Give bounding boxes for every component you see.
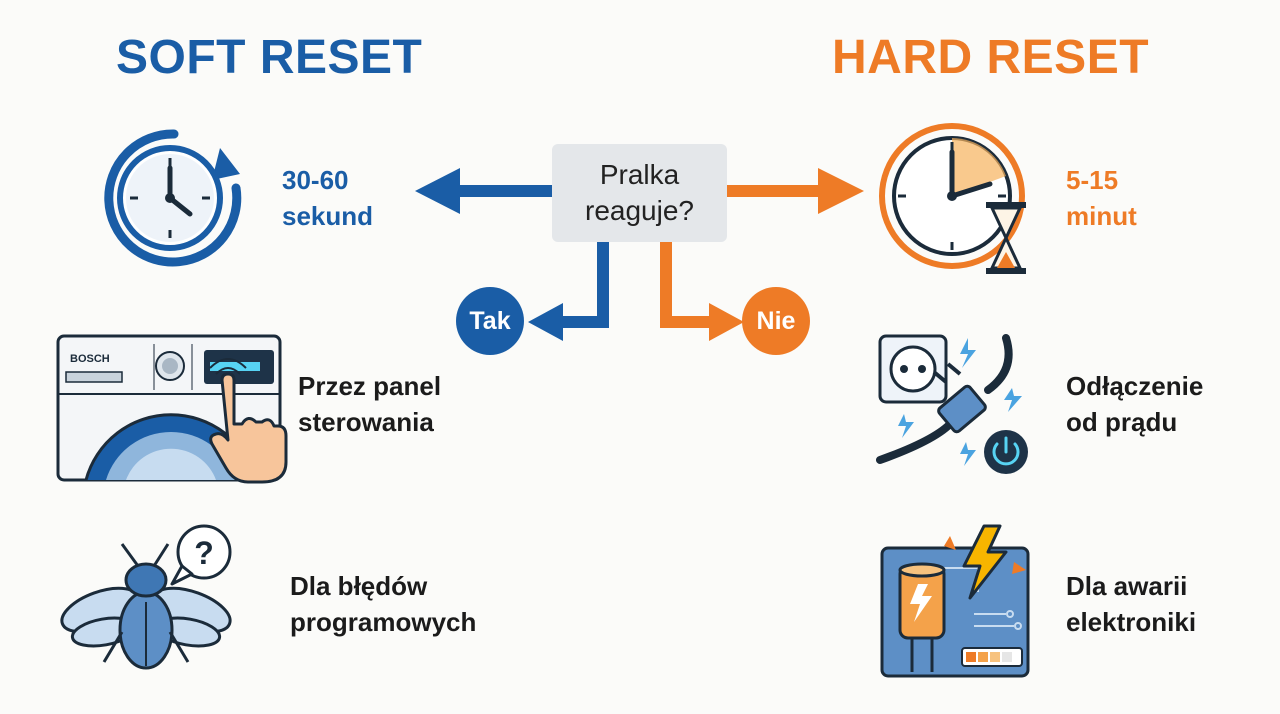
clock-refresh-icon [104, 129, 242, 267]
soft-time-line-1: 30-60 [282, 165, 349, 195]
hard-time-line-2: minut [1066, 201, 1137, 231]
soft-method: Przez panel sterowania [298, 368, 441, 440]
washing-machine-panel-icon: BOSCH [56, 334, 288, 484]
hard-purpose-line-1: Dla awarii [1066, 571, 1188, 601]
hard-time: 5-15 minut [1066, 162, 1137, 234]
bug-question-icon: ? [60, 524, 232, 670]
hard-purpose: Dla awarii elektroniki [1066, 568, 1196, 640]
soft-reset-title: SOFT RESET [116, 31, 423, 84]
hard-time-line-1: 5-15 [1066, 165, 1119, 195]
question-box: Pralka reaguje? [552, 144, 727, 242]
brand-label: BOSCH [70, 353, 110, 365]
clock-hourglass-icon [879, 123, 1026, 274]
hard-method-line-2: od prądu [1066, 407, 1178, 437]
svg-text:?: ? [194, 535, 214, 571]
hard-reset-title: HARD RESET [832, 31, 1150, 84]
soft-purpose-line-1: Dla błędów [290, 571, 428, 601]
soft-method-line-2: sterowania [298, 407, 434, 437]
question-line-2: reaguje? [585, 195, 694, 226]
hard-method-line-1: Odłączenie [1066, 371, 1204, 401]
yes-circle: Tak [456, 287, 524, 355]
arrow-to-tak [528, 242, 609, 341]
soft-purpose-line-2: programowych [290, 607, 477, 637]
hard-purpose-line-2: elektroniki [1066, 607, 1197, 637]
soft-time-line-2: sekund [282, 201, 374, 231]
plug-unplug-icon [876, 334, 1028, 474]
soft-time: 30-60 sekund [282, 162, 373, 234]
soft-purpose: Dla błędów programowych [290, 568, 476, 640]
question-line-1: Pralka [599, 159, 680, 190]
arrow-to-hard [727, 168, 864, 214]
circuit-board-lightning-icon [880, 524, 1030, 678]
arrow-to-soft [415, 168, 552, 214]
no-circle: Nie [742, 287, 810, 355]
soft-method-line-1: Przez panel [298, 371, 442, 401]
hard-method: Odłączenie od prądu [1066, 368, 1203, 440]
arrow-to-nie [660, 242, 744, 341]
